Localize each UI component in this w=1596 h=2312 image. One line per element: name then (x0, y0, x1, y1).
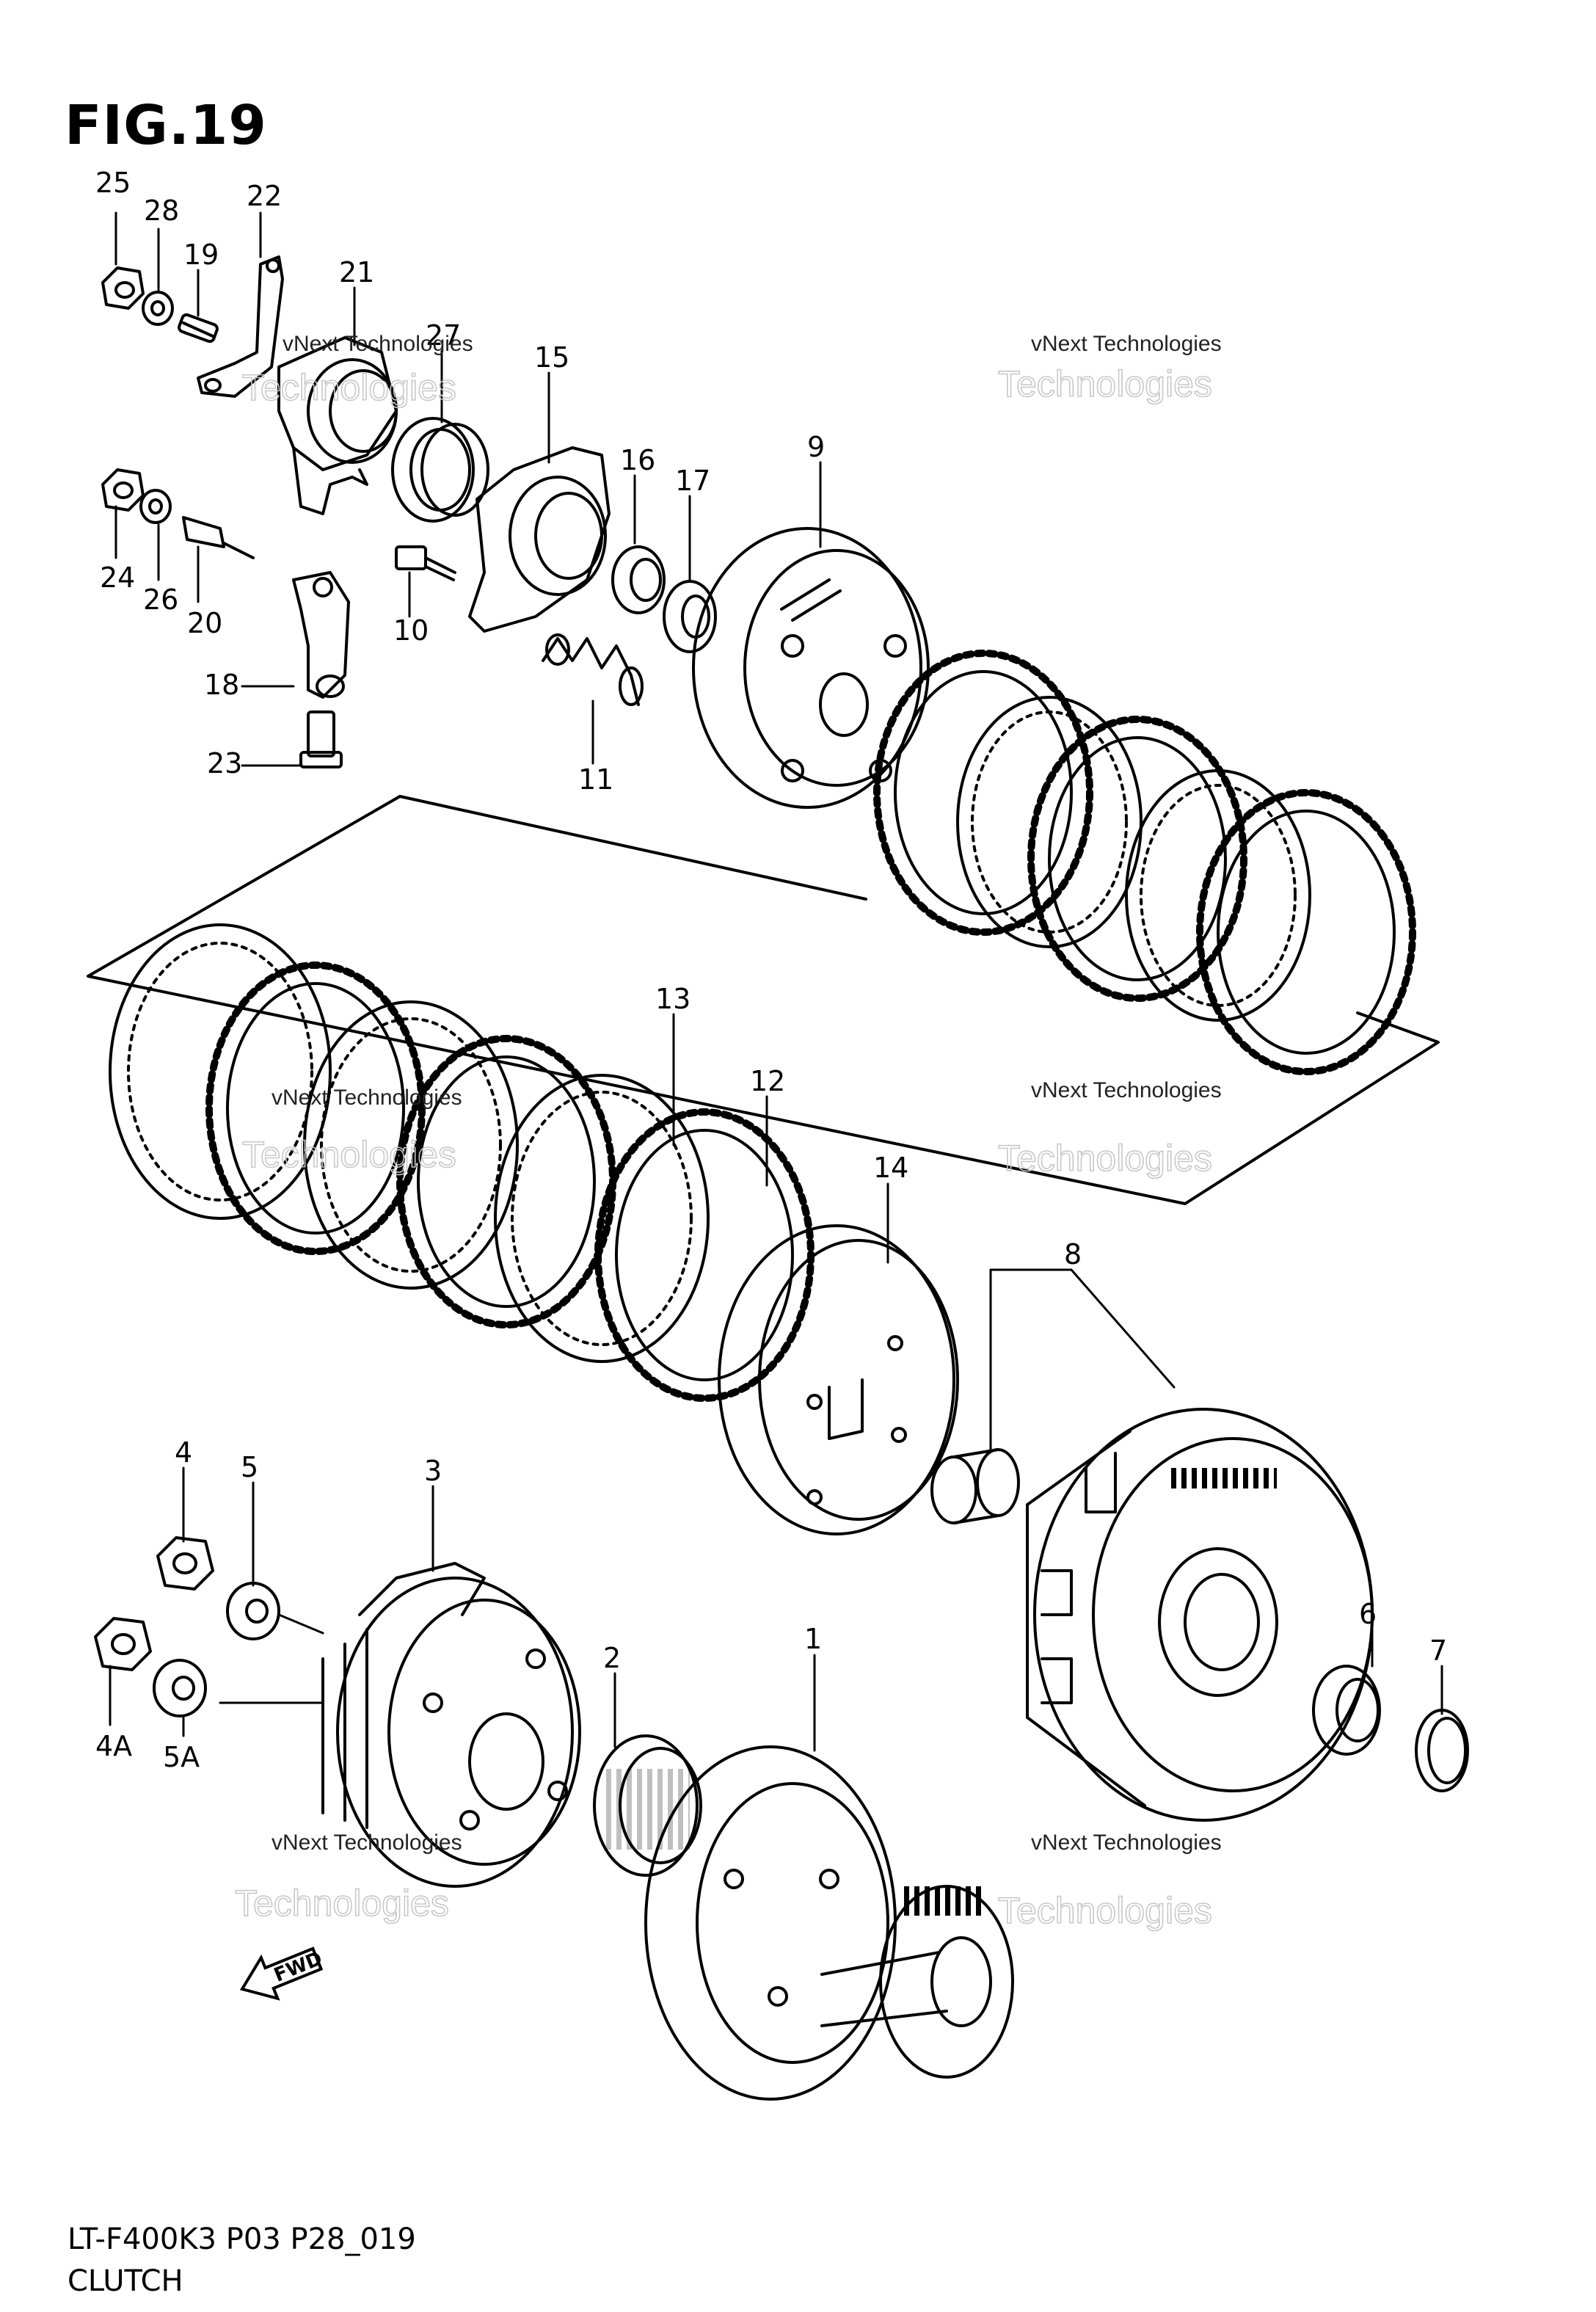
plates-upper (873, 650, 1416, 1075)
callout-11: 11 (578, 763, 613, 796)
part-4-nut (156, 1536, 214, 1591)
callout-27: 27 (426, 319, 461, 352)
part-24-nut (101, 468, 145, 512)
part-9-sleeve-hub (692, 527, 930, 809)
watermark-text: Technologies (998, 363, 1212, 404)
callout-7: 7 (1429, 1635, 1447, 1667)
part-10-bolt (395, 545, 456, 581)
fwd-arrow: FWD (239, 1946, 326, 2001)
part-19-stud (178, 313, 219, 343)
part-16-collar (611, 545, 666, 614)
callout-28: 28 (144, 195, 179, 227)
part-11-spring (542, 633, 644, 706)
part-15-pressure-plate (468, 446, 611, 633)
part-26-washer (139, 489, 172, 524)
callout-13: 13 (655, 983, 690, 1015)
part-8-bushing (930, 1448, 1020, 1524)
callout-16: 16 (620, 444, 655, 476)
callout-5: 5 (241, 1451, 258, 1483)
part-3-hub (321, 1562, 581, 1888)
part-17-washer (663, 580, 717, 653)
part-6-washer (1312, 1665, 1381, 1756)
watermark-text: vNext Technologies (1031, 1831, 1222, 1855)
callout-26: 26 (143, 584, 178, 616)
part-1-primary-gear (644, 1745, 1014, 2101)
callout-6: 6 (1359, 1598, 1377, 1630)
watermark-text: Technologies (998, 1890, 1212, 1931)
watermark-text: vNext Technologies (1031, 332, 1222, 356)
callout-20: 20 (187, 607, 222, 639)
part-5-washer (226, 1582, 280, 1640)
watermark-text: vNext Technologies (272, 1086, 462, 1110)
part-5a-washer (153, 1659, 207, 1717)
callout-2: 2 (603, 1642, 621, 1674)
watermark-text: vNext Technologies (1031, 1078, 1222, 1102)
part-23-bolt (299, 710, 343, 768)
part-28-washer (142, 291, 174, 326)
callout-22: 22 (247, 180, 282, 212)
watermark-text: Technologies (998, 1138, 1212, 1179)
callout-5a: 5A (163, 1741, 200, 1773)
part-2-bearing (593, 1734, 702, 1877)
callout-10: 10 (393, 614, 429, 647)
callout-19: 19 (183, 239, 219, 271)
callout-18: 18 (204, 669, 239, 701)
watermark-text: Technologies (242, 1134, 456, 1175)
part-18-arm (292, 571, 350, 699)
callout-9: 9 (807, 431, 825, 463)
callout-24: 24 (100, 561, 135, 594)
plate-set-outline (87, 795, 1440, 1205)
watermark-text: vNext Technologies (272, 1831, 462, 1855)
part-22-lever (197, 255, 284, 398)
part-7-washer (1415, 1709, 1469, 1792)
part-20-stud (182, 516, 255, 559)
assembly-name: CLUTCH (68, 2264, 183, 2298)
watermark-group: vNext Technologies Technologies vNext Te… (234, 332, 1222, 1932)
model-code: LT-F400K3 P03 P28_019 (68, 2222, 416, 2256)
callout-15: 15 (534, 341, 569, 374)
callout-4a: 4A (95, 1730, 132, 1762)
plates-lower (109, 923, 815, 1402)
part-25-nut (101, 266, 145, 310)
leader-lines (109, 211, 1443, 1752)
callout-4: 4 (175, 1436, 192, 1469)
part-21-release (277, 336, 398, 515)
watermark-text: Technologies (242, 367, 456, 408)
callout-23: 23 (207, 747, 242, 779)
part-4a-nut (94, 1617, 152, 1671)
callout-21: 21 (339, 256, 374, 288)
callout-8: 8 (1064, 1238, 1082, 1270)
figure-title: FIG.19 (65, 94, 267, 157)
callout-12: 12 (750, 1065, 785, 1097)
callout-14: 14 (873, 1152, 908, 1184)
part-27-bearing (391, 417, 489, 523)
watermark-text: Technologies (235, 1883, 449, 1924)
callout-25: 25 (95, 167, 131, 199)
callout-1: 1 (804, 1623, 822, 1655)
watermark-text: vNext Technologies (283, 332, 473, 356)
part-14-drive-plate (718, 1224, 959, 1535)
callout-17: 17 (675, 465, 710, 497)
clutch-housing (1026, 1408, 1374, 1822)
callout-3: 3 (424, 1455, 442, 1487)
